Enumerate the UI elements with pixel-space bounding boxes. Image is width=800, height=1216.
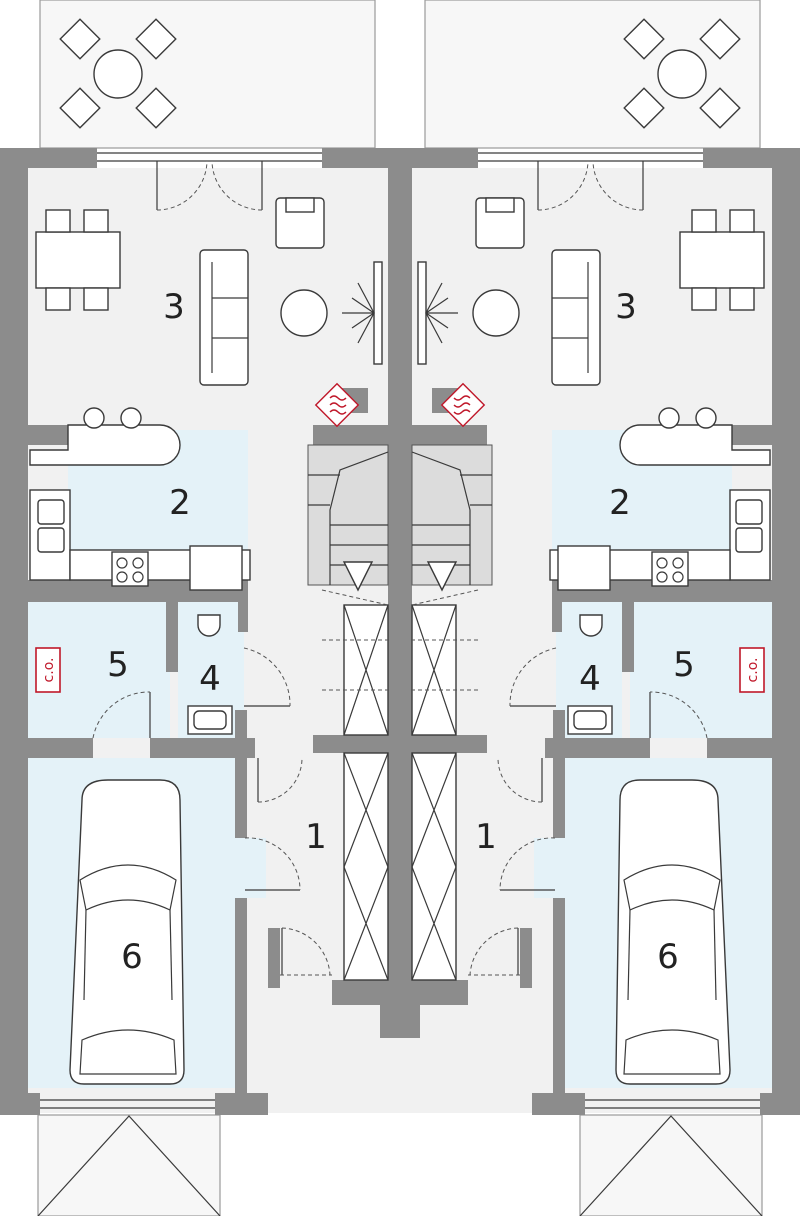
right-boiler-icon	[739, 647, 765, 693]
right-room-6-label: 6	[657, 937, 679, 977]
left-unit-drawing	[0, 0, 401, 1216]
left-room-3-label: 3	[163, 287, 185, 327]
right-room-1-label: 1	[475, 817, 497, 857]
left-boiler-tag: c.o.	[41, 658, 57, 683]
right-unit-drawing	[399, 0, 800, 1216]
left-room-5-label: 5	[107, 645, 129, 685]
left-boiler-icon	[35, 647, 61, 693]
right-boiler-tag: c.o.	[745, 658, 761, 683]
right-room-4-label: 4	[579, 659, 601, 699]
left-room-6-label: 6	[121, 937, 143, 977]
right-room-5-label: 5	[673, 645, 695, 685]
left-room-1-label: 1	[305, 817, 327, 857]
right-room-2-label: 2	[609, 483, 631, 523]
right-room-3-label: 3	[615, 287, 637, 327]
left-room-4-label: 4	[199, 659, 221, 699]
left-room-2-label: 2	[169, 483, 191, 523]
